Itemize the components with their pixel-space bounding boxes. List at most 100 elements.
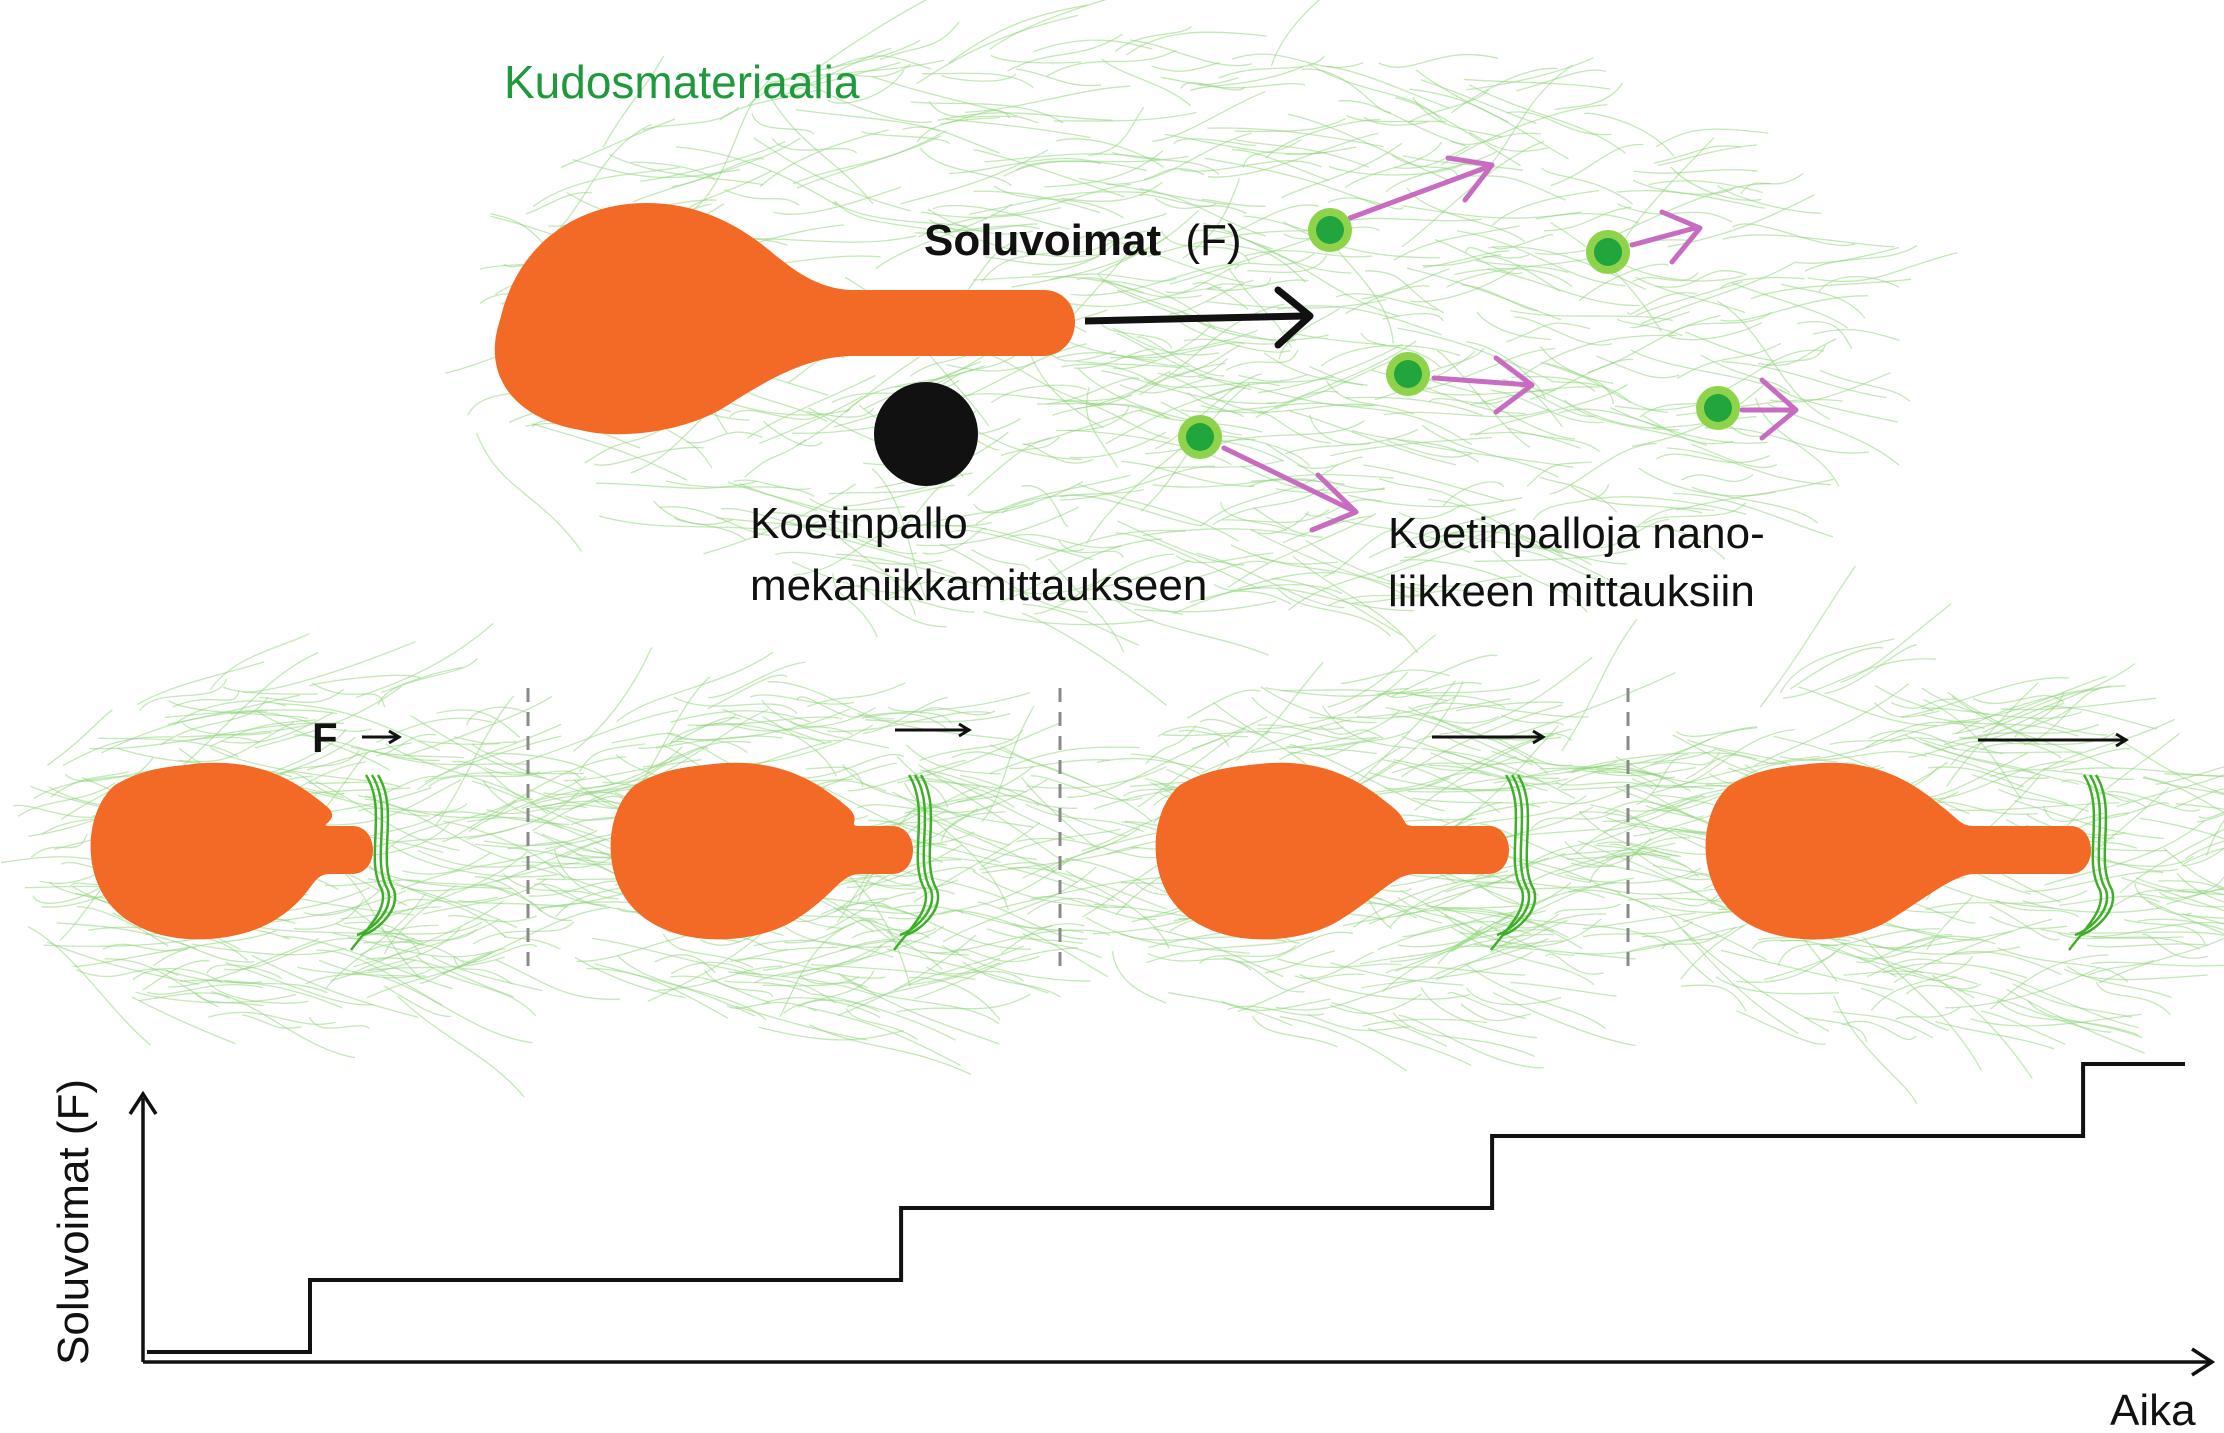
fiber-strand <box>1139 187 1266 237</box>
fiber-strand <box>442 798 532 842</box>
fiber-strand <box>1540 361 1614 385</box>
fiber-strand <box>1510 309 1673 322</box>
fiber-strand <box>564 759 702 782</box>
fiber-strand <box>1510 672 1676 737</box>
fiber-strand <box>1807 252 1958 283</box>
fiber-strand <box>1540 167 1633 205</box>
fiber-strand <box>771 137 857 154</box>
fiber-strand <box>1271 577 1403 636</box>
fiber-strand <box>1391 759 1536 774</box>
fiber-strand <box>1465 247 1530 259</box>
fiber-strand <box>1035 529 1186 561</box>
fiber-strand <box>1105 132 1252 185</box>
fiber-strand <box>1989 903 2060 941</box>
fiber-strand <box>715 517 890 548</box>
fiber-strand <box>1451 882 1616 953</box>
fiber-strand <box>808 1007 961 1066</box>
fiber-strand <box>1338 100 1466 147</box>
fiber-strand <box>973 502 1035 514</box>
fiber-strand <box>805 766 864 788</box>
fiber-strand <box>761 699 890 749</box>
fiber-strand <box>795 108 940 133</box>
nano-bead-core <box>1704 394 1732 422</box>
fiber-strand <box>759 395 863 445</box>
fiber-strand <box>1508 427 1600 452</box>
fiber-strand <box>914 947 1078 1000</box>
fiber-strand <box>1589 851 1646 884</box>
fiber-strand <box>242 1014 302 1029</box>
fiber-strand <box>1519 827 1678 890</box>
fiber-strand <box>2095 982 2171 1016</box>
fiber-strand <box>1138 303 1285 396</box>
fiber-strand <box>1240 465 1339 491</box>
fiber-strand <box>759 129 889 188</box>
fiber-strand <box>1924 752 2049 780</box>
fiber-strand <box>1270 0 1321 67</box>
fiber-strand <box>1393 755 1517 772</box>
nano-bead-group <box>1178 415 1359 533</box>
fiber-strand <box>862 696 948 735</box>
fiber-strand <box>872 76 1039 124</box>
fiber-strand <box>1377 920 1495 951</box>
fiber-strand <box>1231 53 1364 68</box>
fiber-strand <box>179 942 255 963</box>
fiber-strand <box>2058 732 2181 837</box>
fiber-strand <box>1539 345 1615 405</box>
fiber-strand <box>1720 295 1868 322</box>
fiber-strand <box>400 845 563 890</box>
fiber-strand <box>152 929 278 967</box>
fiber-strand <box>1582 912 1696 930</box>
fiber-strand <box>1265 118 1381 159</box>
fiber-strand <box>1520 549 1628 590</box>
fiber-strand <box>1905 983 1982 995</box>
fiber-strand <box>1736 942 1848 983</box>
fiber-strand <box>1030 775 1143 801</box>
fiber-strand <box>183 652 319 766</box>
panel-2 <box>610 722 972 951</box>
fiber-strand <box>1623 784 1704 818</box>
fiber-strand <box>1564 841 1704 898</box>
fiber-strand <box>347 936 493 958</box>
fiber-strand <box>1398 1014 1544 1069</box>
fiber-strand <box>1394 145 1470 169</box>
fiber-strand <box>1532 484 1610 521</box>
fiber-strand <box>809 1024 972 1075</box>
fiber-strand <box>1230 544 1338 565</box>
fiber-strand <box>1440 103 1608 166</box>
fiber-strand <box>1635 281 1743 317</box>
fiber-strand <box>2000 697 2157 711</box>
fiber-strand <box>1435 940 1565 981</box>
fiber-strand <box>1920 707 2082 719</box>
graph-x-axis-arrowhead <box>2191 1347 2216 1377</box>
fiber-strand <box>1288 410 1457 466</box>
fiber-strand <box>1657 144 1757 167</box>
fiber-strand <box>1948 675 2107 723</box>
fiber-strand <box>1704 426 1870 454</box>
fiber-strand <box>1277 958 1402 968</box>
fiber-strand <box>2183 847 2224 865</box>
fiber-strand <box>964 85 1131 114</box>
fiber-strand <box>507 841 573 850</box>
attached-fiber <box>2080 774 2115 937</box>
fiber-strand <box>916 506 1079 547</box>
fiber-strand <box>1397 896 1480 935</box>
fiber-strand <box>917 764 1066 864</box>
fiber-strand <box>1387 440 1472 458</box>
fiber-strand <box>1719 276 1805 289</box>
fiber-strand <box>423 878 547 915</box>
fiber-strand <box>2087 959 2155 976</box>
fiber-strand <box>657 965 783 991</box>
fiber-strand <box>191 943 347 956</box>
fiber-strand <box>1307 1013 1410 1032</box>
fiber-strand <box>1919 738 2082 754</box>
fiber-strand <box>1247 254 1328 273</box>
fiber-strand <box>940 73 1017 82</box>
fiber-strand <box>837 934 977 1017</box>
fiber-strand <box>324 879 421 887</box>
fiber-strand <box>1778 389 1898 423</box>
fiber-strand <box>370 851 528 923</box>
fiber-strand <box>1442 750 1576 800</box>
fiber-strand <box>172 690 240 708</box>
fiber-strand <box>1275 487 1385 494</box>
